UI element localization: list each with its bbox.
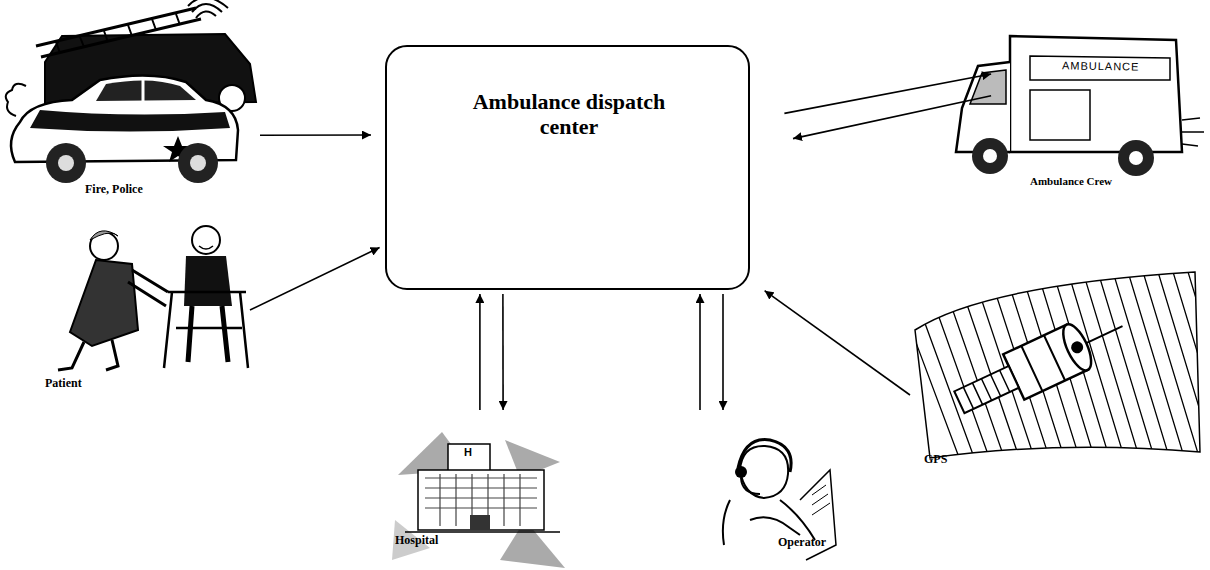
operator-node: Operator: [680, 410, 860, 565]
ambulance-door: [1030, 90, 1090, 140]
gps-background: [915, 272, 1200, 458]
dispatch-center-box: Ambulance dispatch center: [385, 45, 750, 290]
police-car-stripe: [30, 110, 230, 132]
hospital-node: Hospital: [390, 410, 565, 570]
ambulance-drawing: [956, 36, 1204, 176]
motion-lines: [1182, 118, 1204, 146]
wheel-hub: [983, 149, 997, 163]
wheel-hub: [1129, 151, 1143, 165]
node-label: GPS: [924, 453, 984, 467]
woman-hair: [90, 231, 118, 240]
node-label: Operator: [778, 536, 858, 550]
woman-arms: [128, 270, 168, 306]
man-head: [192, 226, 220, 254]
node-label: Hospital: [395, 534, 485, 548]
police-car-wheel: [46, 143, 86, 183]
flow-arrow: [260, 134, 371, 136]
wheel-hub: [58, 155, 74, 171]
exhaust-smoke: [6, 84, 26, 116]
patient-node: Patient: [40, 220, 250, 400]
woman-legs: [58, 340, 118, 370]
flow-arrow: [765, 291, 910, 395]
paper-lines: [812, 485, 830, 515]
vehicle-lettering: AMBULANCE: [1062, 59, 1140, 72]
headset-mic: [741, 478, 760, 494]
fire-police-node: Fire, Police: [5, 0, 260, 205]
flow-arrow: [784, 74, 991, 113]
gps-node: GPS: [910, 270, 1200, 470]
gps-hatching: [900, 262, 1210, 460]
flow-arrow: [479, 294, 481, 410]
flow-arrow: [699, 294, 701, 410]
node-label: Ambulance dispatch center: [459, 89, 679, 140]
satellite: [949, 304, 1133, 425]
flow-arrow: [502, 294, 504, 410]
woman-dress: [70, 260, 138, 346]
man-smile: [199, 246, 213, 249]
wheel-hub: [190, 155, 206, 171]
hospital-sign: H: [464, 446, 473, 458]
police-car-wheel: [178, 143, 218, 183]
node-label: Fire, Police: [85, 183, 205, 197]
headset-earpiece: [735, 466, 747, 478]
headset-band: [738, 440, 791, 472]
hospital-door: [470, 515, 490, 530]
ambulance-stripe: [1030, 56, 1170, 80]
ambulance-body: [1010, 36, 1182, 152]
operator-head: [740, 446, 788, 498]
operator-arm: [750, 517, 800, 535]
ambulance-wheel: [972, 138, 1008, 174]
flow-arrow: [793, 96, 991, 139]
man-legs: [188, 306, 228, 362]
patient-drawing: [58, 226, 248, 370]
node-label: Patient: [45, 377, 145, 391]
walker-frame: [164, 292, 248, 368]
police-car-drawing: [6, 75, 238, 183]
hospital-building: [418, 470, 544, 530]
ambulance-cab: [956, 62, 1010, 152]
fire-truck-drawing: [36, 0, 256, 111]
man-shirt: [184, 256, 232, 306]
hospital-drawing: [392, 432, 565, 568]
node-label: Ambulance Crew: [1030, 175, 1160, 188]
ambulance-wheel: [1118, 140, 1154, 176]
ambulance-window: [970, 70, 1006, 104]
window-pillar: [142, 80, 145, 101]
fire-ladder-rungs: [56, 14, 180, 53]
police-car-window: [96, 80, 196, 101]
flow-arrow: [250, 248, 380, 311]
fire-ladder: [36, 8, 201, 57]
gps-satellite-drawing: [900, 262, 1210, 460]
ground-line: [405, 531, 560, 533]
flow-arrow: [722, 294, 724, 410]
siren-waves: [188, 0, 228, 18]
ambulance-crew-node: Ambulance Crew: [995, 30, 1205, 190]
